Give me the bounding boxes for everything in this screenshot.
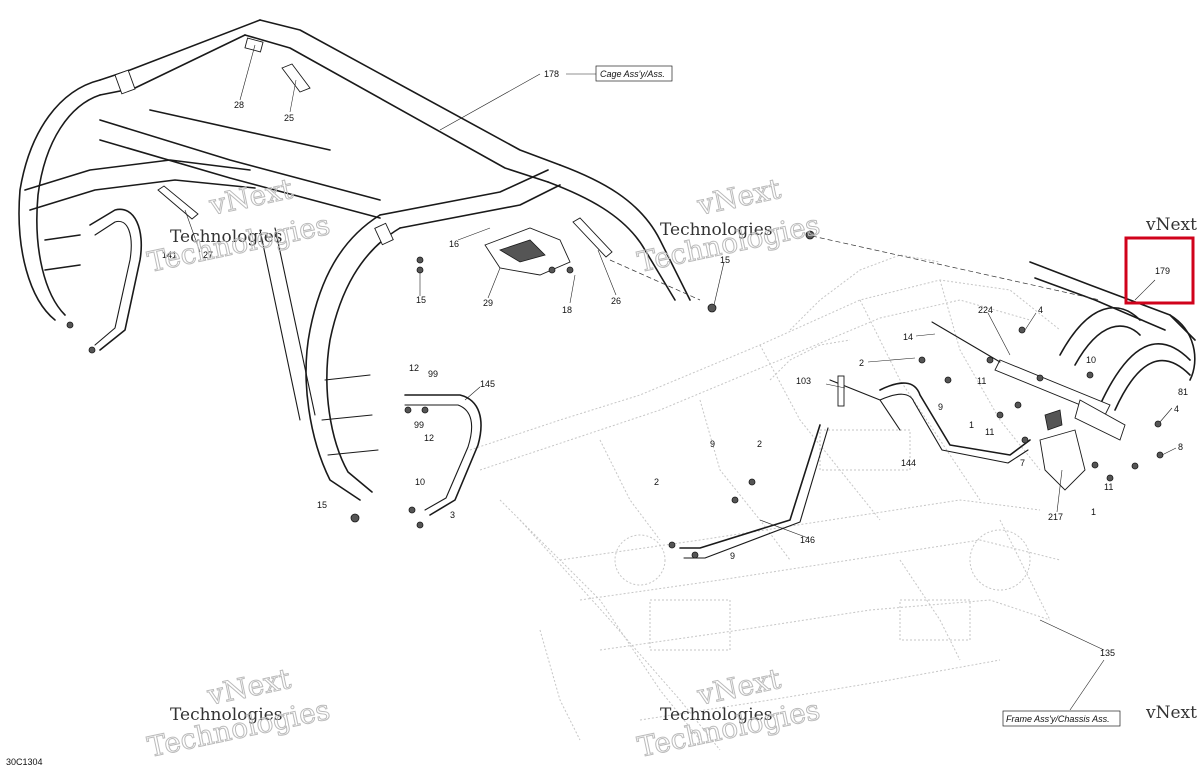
highlight-179[interactable]: 179 <box>1124 236 1195 305</box>
watermark-right-bottom-text: vNext T <box>1145 703 1200 723</box>
grab-handle-141 <box>89 208 142 351</box>
cover-29 <box>484 227 571 276</box>
callout-27: 27 <box>203 250 213 260</box>
callout-10b: 10 <box>1086 355 1096 365</box>
watermark-right-bottom: vNext T <box>1145 703 1200 723</box>
callout-1a: 1 <box>969 420 974 430</box>
callout-144: 144 <box>901 458 916 468</box>
callout-11c: 11 <box>1104 482 1113 492</box>
callout-146: 146 <box>800 535 815 545</box>
fasteners <box>66 230 1164 559</box>
callout-103: 103 <box>796 376 811 386</box>
cage-assembly-label: Cage Ass'y/Ass. <box>595 65 673 82</box>
callout-135: 135 <box>1100 648 1115 658</box>
callout-29: 29 <box>483 298 493 308</box>
watermark-3: vNext Technologies Technologies <box>144 661 333 764</box>
strip-27 <box>157 185 199 220</box>
callout-2a: 2 <box>859 358 864 368</box>
callout-224: 224 <box>978 305 993 315</box>
watermark-right-top: vNext T <box>1145 215 1200 235</box>
callout-3: 3 <box>450 510 455 520</box>
watermark-1-line3: Technologies <box>145 208 333 279</box>
watermark-2-line1: vNext <box>694 172 785 222</box>
drawing-id: 30C1304 <box>6 757 43 767</box>
callout-28: 28 <box>234 100 244 110</box>
callout-26: 26 <box>611 296 621 306</box>
watermark-1: vNext Technologies Technologies <box>144 171 333 279</box>
callout-2b: 2 <box>757 439 762 449</box>
callout-9c: 9 <box>730 551 735 561</box>
callout-16: 16 <box>449 239 459 249</box>
watermark-1-line1: vNext <box>206 172 297 222</box>
callout-25: 25 <box>284 113 294 123</box>
callout-4a: 4 <box>1038 305 1043 315</box>
bar-103 <box>829 375 901 431</box>
cage-assembly <box>18 19 691 501</box>
frame-assembly-label: Frame Ass'y/Chassis Ass. <box>1002 710 1121 727</box>
callout-81: 81 <box>1178 387 1188 397</box>
callout-141: 141 <box>162 250 177 260</box>
watermark-1-line2: Technologies <box>170 227 283 247</box>
callout-12a: 12 <box>409 363 419 373</box>
callout-14: 14 <box>903 332 913 342</box>
callout-99a: 99 <box>428 369 438 379</box>
callout-1b: 1 <box>1091 507 1096 517</box>
callout-217: 217 <box>1048 512 1063 522</box>
highlight-box <box>1124 236 1195 305</box>
watermark-4: vNext Technologies Technologies <box>634 661 823 764</box>
bar-144 <box>879 382 1031 464</box>
callout-18: 18 <box>562 305 572 315</box>
watermark-2-line2: Technologies <box>660 220 773 240</box>
frame-ghost-outline <box>469 254 1061 751</box>
crossmember-224 <box>994 359 1126 441</box>
rod-14 <box>931 321 1001 363</box>
alignment-lines <box>609 235 1101 301</box>
callout-15a: 15 <box>416 295 426 305</box>
callout-11b: 11 <box>985 427 994 437</box>
callout-2c: 2 <box>654 477 659 487</box>
clip-25 <box>281 63 311 93</box>
callouts: 178 28 25 27 141 16 15 29 18 26 15 12 99… <box>162 69 1188 658</box>
grab-handle-145 <box>404 394 482 516</box>
strip-26 <box>572 217 613 258</box>
leader-lines <box>184 44 1177 711</box>
callout-9b: 9 <box>710 439 715 449</box>
callout-179: 179 <box>1155 266 1170 276</box>
callout-15c: 15 <box>317 500 327 510</box>
callout-145: 145 <box>480 379 495 389</box>
watermark-3-line2: Technologies <box>170 705 283 725</box>
callout-10a: 10 <box>415 477 425 487</box>
callout-4b: 4 <box>1174 404 1179 414</box>
callout-15b: 15 <box>720 255 730 265</box>
watermark-right-top-text: vNext T <box>1145 215 1200 235</box>
cage-assembly-text: Cage Ass'y/Ass. <box>600 69 665 79</box>
callout-178: 178 <box>544 69 559 79</box>
callout-8: 8 <box>1178 442 1183 452</box>
frame-assembly-text: Frame Ass'y/Chassis Ass. <box>1006 714 1110 724</box>
watermark-4-line2: Technologies <box>660 705 773 725</box>
rear-frame-179 <box>1029 261 1196 411</box>
callout-99b: 99 <box>414 420 424 430</box>
watermark-2-line3: Technologies <box>635 208 823 279</box>
bracket-217 <box>1039 409 1086 491</box>
callout-11a: 11 <box>977 376 986 386</box>
callout-7: 7 <box>1020 458 1025 468</box>
callout-12b: 12 <box>424 433 434 443</box>
callout-9a: 9 <box>938 402 943 412</box>
